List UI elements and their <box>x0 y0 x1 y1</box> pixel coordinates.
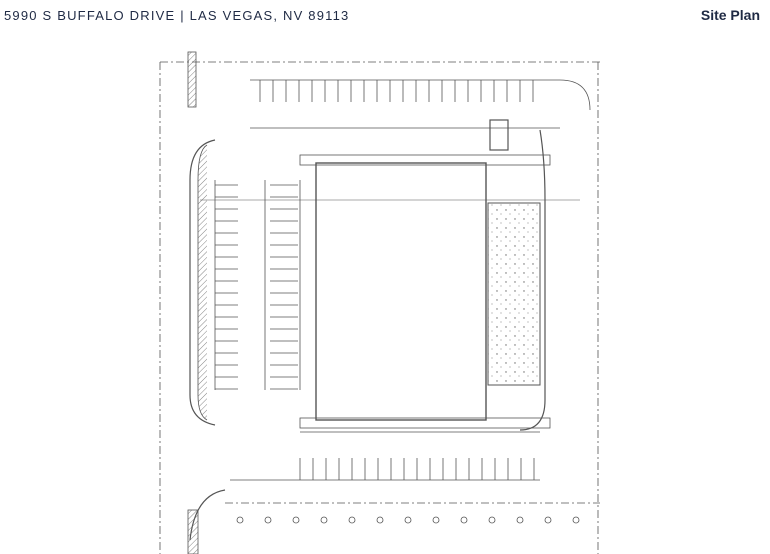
tree-icon <box>460 516 468 524</box>
tree-icon <box>236 516 244 524</box>
tree-icon <box>544 516 552 524</box>
parking-top <box>250 79 591 129</box>
parking-left <box>214 180 301 390</box>
tree-icon <box>320 516 328 524</box>
tree-icon <box>264 516 272 524</box>
tree-icon <box>488 516 496 524</box>
sidewalk-left <box>187 51 197 108</box>
tree-icon <box>516 516 524 524</box>
tree-icon <box>292 516 300 524</box>
tree-icon <box>404 516 412 524</box>
tree-icon <box>572 516 580 524</box>
page-title: Site Plan <box>700 7 760 23</box>
building-footprint <box>315 162 487 421</box>
property-address: 5990 S BUFFALO DRIVE | LAS VEGAS, NV 891… <box>4 8 350 23</box>
landscape-area <box>487 202 541 386</box>
tree-icon <box>432 516 440 524</box>
tree-icon <box>348 516 356 524</box>
property-lines <box>159 61 600 554</box>
parking-bottom <box>230 431 540 481</box>
tree-icon <box>376 516 384 524</box>
curb-left <box>189 139 216 426</box>
